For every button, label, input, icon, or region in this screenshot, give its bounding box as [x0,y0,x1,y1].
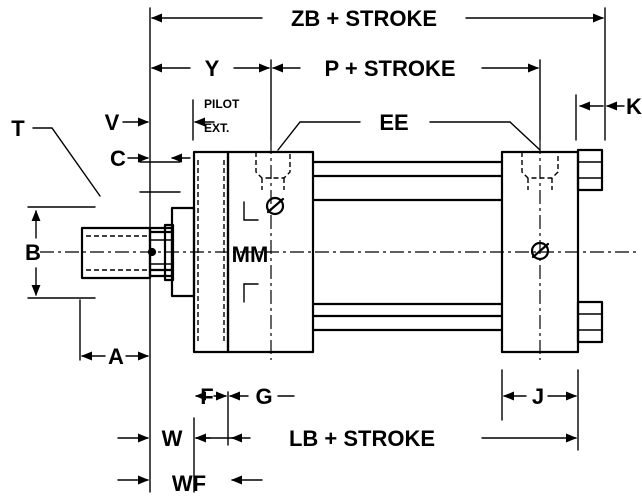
label-pilot: PILOT [204,97,240,111]
label-g: G [255,384,272,409]
label-b: B [25,240,41,265]
label-lb: LB + STROKE [289,426,435,451]
extension-lines [27,7,606,493]
label-ext: EXT. [204,121,229,135]
label-p: P + STROKE [324,56,455,81]
label-a: A [108,344,124,369]
label-k: K [626,94,642,119]
label-f: F [200,384,213,409]
label-w: W [162,426,183,451]
label-zb: ZB + STROKE [291,6,437,31]
label-mm: MM [232,242,269,267]
label-c: C [110,146,126,171]
cylinder-body [40,140,640,360]
label-y: Y [205,56,220,81]
label-v: V [105,110,120,135]
dimension-lines [31,13,625,485]
labels: ZB + STROKE Y P + STROKE PILOT EXT. V T … [11,6,642,496]
label-j: J [532,384,544,409]
label-ee: EE [379,110,408,135]
label-wf: WF [172,471,206,496]
label-t: T [11,116,25,141]
